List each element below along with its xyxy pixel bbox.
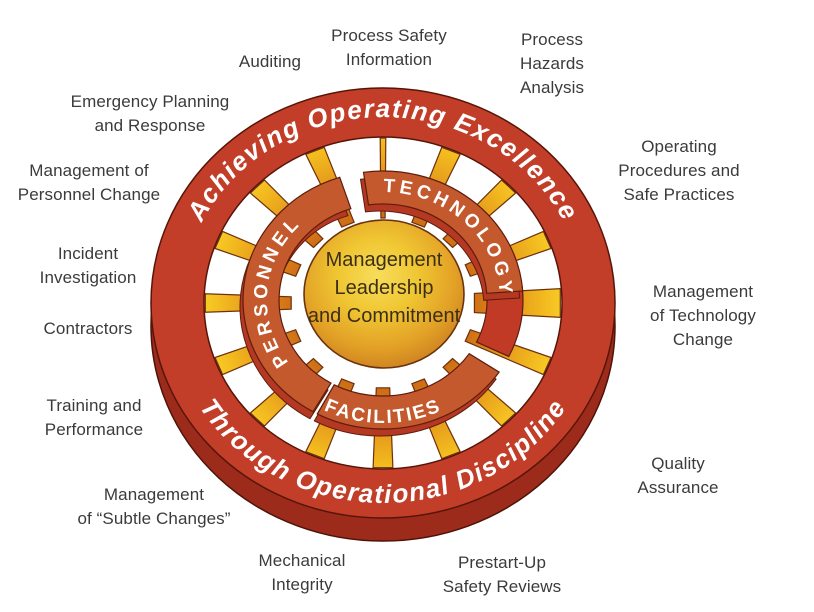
label-auditing: Auditing [238, 52, 302, 71]
center-sphere [303, 219, 465, 369]
inner-ring-segment [316, 352, 500, 430]
label-emergency-planning-and-response: Emergency Planning and Response [70, 92, 230, 135]
label-prestart-up-safety-reviews: Prestart-Up Safety Reviews [442, 553, 562, 596]
label-incident-investigation: Incident Investigation [39, 244, 137, 287]
label-process-safety-information: Process Safety Information [331, 26, 447, 69]
inner-ring-right-piece [475, 285, 524, 358]
label-management-of-subtle-changes: Management of “Subtle Changes” [77, 485, 231, 528]
label-quality-assurance: Quality Assurance [637, 454, 719, 497]
inner-ring-segment [242, 176, 352, 413]
inner-ring-segment [362, 170, 524, 294]
wheel-spokes-and-segments [204, 137, 561, 469]
label-operating-procedures-and-safe-practices: Operating Procedures and Safe Practices [618, 137, 740, 204]
label-contractors: Contractors [43, 319, 133, 338]
label-management-of-technology-change: Management of Technology Change [650, 282, 756, 349]
label-training-and-performance: Training and Performance [44, 396, 144, 439]
label-management-of-personnel-change: Management of Personnel Change [17, 161, 161, 204]
label-mechanical-integrity: Mechanical Integrity [258, 551, 346, 594]
center-label: Management Leadership and Commitment [307, 249, 461, 327]
label-process-hazards-analysis: Process Hazards Analysis [519, 30, 585, 97]
